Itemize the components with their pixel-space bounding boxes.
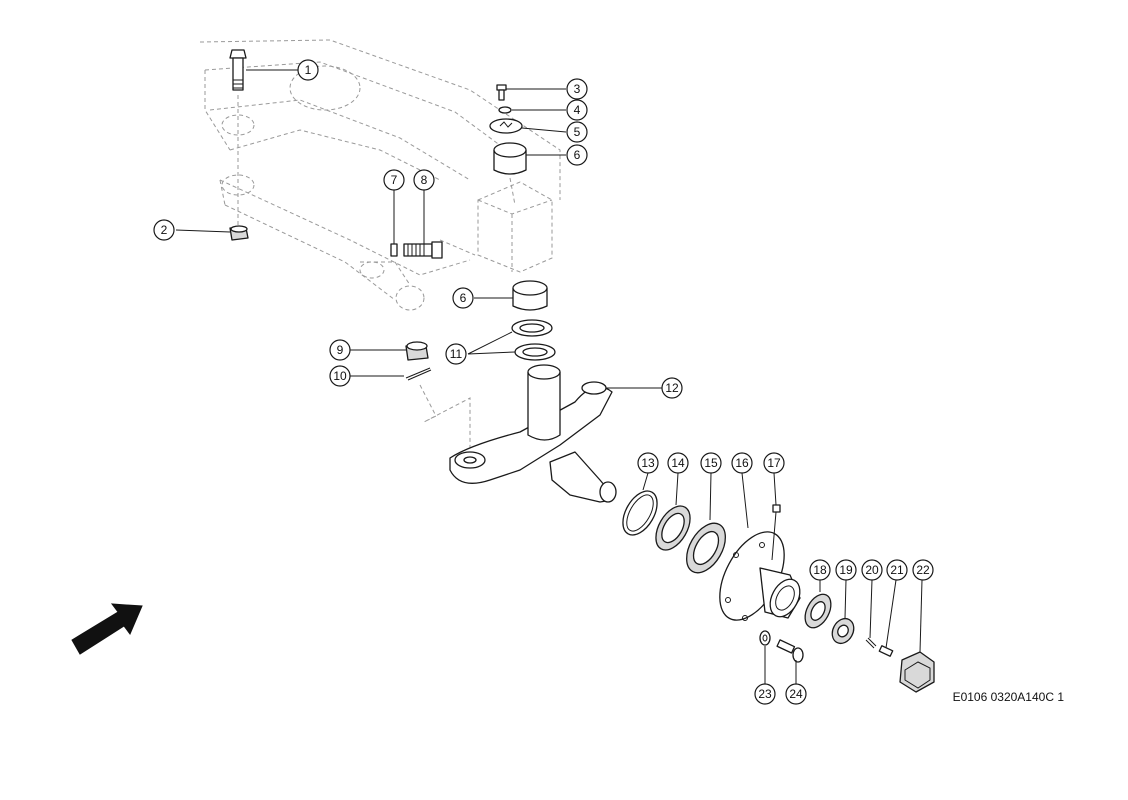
callout-22: 22 <box>912 559 934 581</box>
callout-9: 9 <box>329 339 351 361</box>
tie-rod-path <box>419 384 471 450</box>
part-bearing-15 <box>686 522 726 574</box>
callout-label: 24 <box>789 687 803 701</box>
part-hub-16 <box>719 531 801 621</box>
callout-label: 14 <box>671 456 685 470</box>
part-castle-nut-9 <box>405 341 429 361</box>
part-hub-cap-22 <box>899 651 935 693</box>
part-washer-20 <box>865 637 877 649</box>
callout-5: 5 <box>566 121 588 143</box>
part-bushing-6-top <box>493 142 527 206</box>
part-screw-21 <box>878 645 894 657</box>
callout-17: 17 <box>763 452 785 474</box>
callout-label: 9 <box>337 343 344 357</box>
part-bolt-8 <box>403 241 443 259</box>
callout-23: 23 <box>754 683 776 705</box>
callout-16: 16 <box>731 452 753 474</box>
part-grease-nipple-17 <box>771 504 781 561</box>
callout-6-top: 6 <box>566 144 588 166</box>
callout-label: 19 <box>839 563 853 577</box>
callout-label: 15 <box>704 456 718 470</box>
callout-label: 12 <box>665 381 679 395</box>
part-washer-23 <box>759 630 771 646</box>
part-cotter-pin-10 <box>405 367 432 381</box>
callout-label: 10 <box>333 369 347 383</box>
callout-label: 6 <box>574 148 581 162</box>
callout-label: 2 <box>161 223 168 237</box>
part-screw-3 <box>496 84 507 101</box>
kingpin-housing <box>477 181 553 273</box>
part-bushing-6-bottom <box>512 280 548 311</box>
callout-label: 6 <box>460 291 467 305</box>
callout-label: 18 <box>813 563 827 577</box>
callout-8: 8 <box>413 169 435 191</box>
arrow-icon <box>71 603 143 655</box>
callout-label: 7 <box>391 173 398 187</box>
callout-10: 10 <box>329 365 351 387</box>
callout-label: 3 <box>574 82 581 96</box>
part-cap-5 <box>489 118 523 134</box>
callout-14: 14 <box>667 452 689 474</box>
callout-label: 16 <box>735 456 749 470</box>
callout-label: 21 <box>890 563 904 577</box>
callout-label: 23 <box>758 687 772 701</box>
callout-label: 13 <box>641 456 655 470</box>
callout-label: 4 <box>574 103 581 117</box>
callout-label: 17 <box>767 456 781 470</box>
leader-lines <box>175 69 923 684</box>
callout-13: 13 <box>637 452 659 474</box>
part-bolt-24 <box>776 639 804 663</box>
callout-11: 11 <box>445 343 467 365</box>
part-castle-nut-19 <box>831 617 855 645</box>
callout-label: 5 <box>574 125 581 139</box>
part-bolt-1 <box>229 49 247 225</box>
callout-label: 1 <box>305 63 312 77</box>
callout-3: 3 <box>566 78 588 100</box>
part-shims-11 <box>511 319 556 361</box>
callout-1: 1 <box>297 59 319 81</box>
part-bearing-18 <box>804 593 832 629</box>
callout-4: 4 <box>566 99 588 121</box>
callout-label: 11 <box>450 347 463 361</box>
part-steering-knuckle-12 <box>449 364 617 503</box>
callout-6-bottom: 6 <box>452 287 474 309</box>
callout-19: 19 <box>835 559 857 581</box>
callout-24: 24 <box>785 683 807 705</box>
callout-label: 22 <box>916 563 930 577</box>
part-o-ring-13 <box>622 490 658 536</box>
callout-label: 8 <box>421 173 428 187</box>
part-pin-7 <box>390 243 398 257</box>
callout-18: 18 <box>809 559 831 581</box>
callout-label: 20 <box>865 563 879 577</box>
callout-15: 15 <box>700 452 722 474</box>
part-nut-2 <box>229 225 249 241</box>
callout-7: 7 <box>383 169 405 191</box>
callout-20: 20 <box>861 559 883 581</box>
callout-21: 21 <box>886 559 908 581</box>
part-seal-14 <box>655 505 691 551</box>
axle-beam-outline <box>199 39 561 311</box>
callout-12: 12 <box>661 377 683 399</box>
reference-code: E0106 0320A140C 1 <box>952 690 1064 704</box>
part-washer-4 <box>498 106 512 114</box>
callout-2: 2 <box>153 219 175 241</box>
